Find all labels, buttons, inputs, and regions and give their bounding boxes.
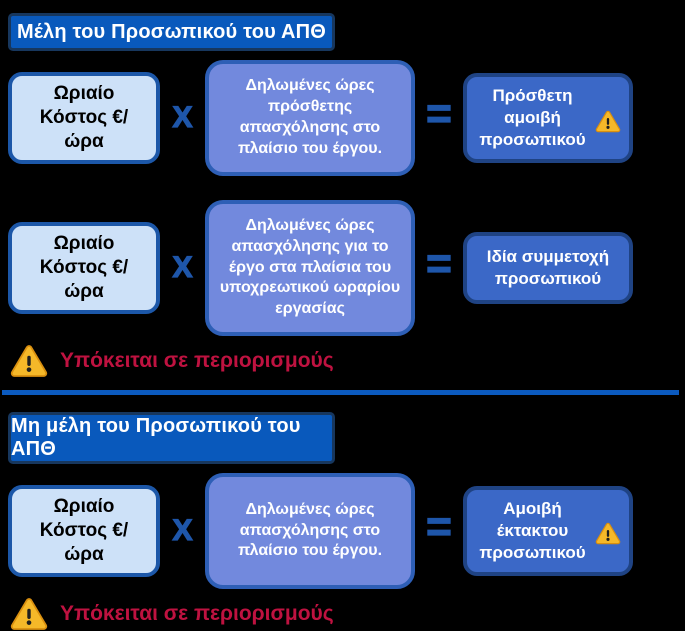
hourly-cost-box: Ωριαίο Κόστος €/ώρα	[8, 485, 160, 577]
non-staff-members-header: Μη μέλη του Προσωπικού του ΑΠΘ	[8, 411, 335, 464]
hourly-cost-box: Ωριαίο Κόστος €/ώρα	[8, 222, 160, 314]
staff-members-header: Μέλη του Προσωπικού του ΑΠΘ	[8, 13, 335, 51]
equals-operator: =	[425, 501, 452, 551]
declared-hours-label: Δηλωμένες ώρες απασχόλησης στο πλαίσιο τ…	[237, 500, 383, 560]
hourly-cost-label: Ωριαίο Κόστος €/ώρα	[39, 233, 129, 302]
restrictions-note: Υπόκειται σε περιορισμούς	[10, 344, 685, 378]
formula-row-external-staff-pay: Ωριαίο Κόστος €/ώρα X Δηλωμένες ώρες απα…	[8, 472, 640, 589]
equals-operator: =	[425, 238, 452, 288]
hourly-cost-box: Ωριαίο Κόστος €/ώρα	[8, 72, 160, 164]
warning-icon	[595, 110, 621, 132]
restrictions-note: Υπόκειται σε περιορισμούς	[10, 597, 685, 631]
formula-row-additional-pay: Ωριαίο Κόστος €/ώρα X Δηλωμένες ώρες πρό…	[8, 60, 640, 176]
declared-regular-hours-box: Δηλωμένες ώρες απασχόλησης για το έργο σ…	[205, 200, 415, 336]
staff-members-section: Μέλη του Προσωπικού του ΑΠΘ Ωριαίο Κόστο…	[8, 13, 685, 378]
equals-operator: =	[425, 89, 452, 138]
hourly-cost-label: Ωριαίο Κόστος €/ώρα	[39, 496, 129, 565]
own-contribution-result-box: Ιδία συμμετοχή προσωπικού	[463, 231, 633, 304]
declared-overtime-hours-label: Δηλωμένες ώρες πρόσθετης απασχόλησης στο…	[237, 77, 383, 157]
hourly-cost-label: Ωριαίο Κόστος €/ώρα	[39, 83, 129, 152]
warning-icon	[10, 345, 48, 377]
formula-row-own-contribution: Ωριαίο Κόστος €/ώρα X Δηλωμένες ώρες απα…	[8, 200, 640, 336]
restrictions-note-text: Υπόκειται σε περιορισμούς	[60, 348, 334, 372]
restrictions-note-text: Υπόκειται σε περιορισμούς	[60, 601, 334, 625]
external-staff-pay-label: Αμοιβή έκτακτου προσωπικού	[479, 498, 586, 563]
staff-members-header-label: Μέλη του Προσωπικού του ΑΠΘ	[16, 20, 327, 43]
cost-calculation-diagram: Μέλη του Προσωπικού του ΑΠΘ Ωριαίο Κόστο…	[2, 13, 685, 630]
additional-pay-label: Πρόσθετη αμοιβή προσωπικού	[479, 85, 586, 150]
multiply-operator: X	[172, 100, 193, 134]
declared-regular-hours-label: Δηλωμένες ώρες απασχόλησης για το έργο σ…	[219, 217, 401, 318]
non-staff-members-section: Μη μέλη του Προσωπικού του ΑΠΘ Ωριαίο Κό…	[8, 411, 685, 631]
multiply-operator: X	[172, 250, 193, 284]
declared-hours-box: Δηλωμένες ώρες απασχόλησης στο πλαίσιο τ…	[205, 472, 415, 589]
warning-icon	[10, 598, 48, 630]
multiply-operator: X	[172, 513, 193, 547]
section-divider	[2, 389, 679, 395]
own-contribution-label: Ιδία συμμετοχή προσωπικού	[486, 246, 610, 288]
non-staff-members-header-label: Μη μέλη του Προσωπικού του ΑΠΘ	[11, 414, 301, 460]
additional-pay-result-box: Πρόσθετη αμοιβή προσωπικού	[463, 72, 633, 164]
external-staff-pay-result-box: Αμοιβή έκτακτου προσωπικού	[463, 485, 633, 577]
warning-icon	[595, 523, 621, 545]
declared-overtime-hours-box: Δηλωμένες ώρες πρόσθετης απασχόλησης στο…	[205, 60, 415, 176]
